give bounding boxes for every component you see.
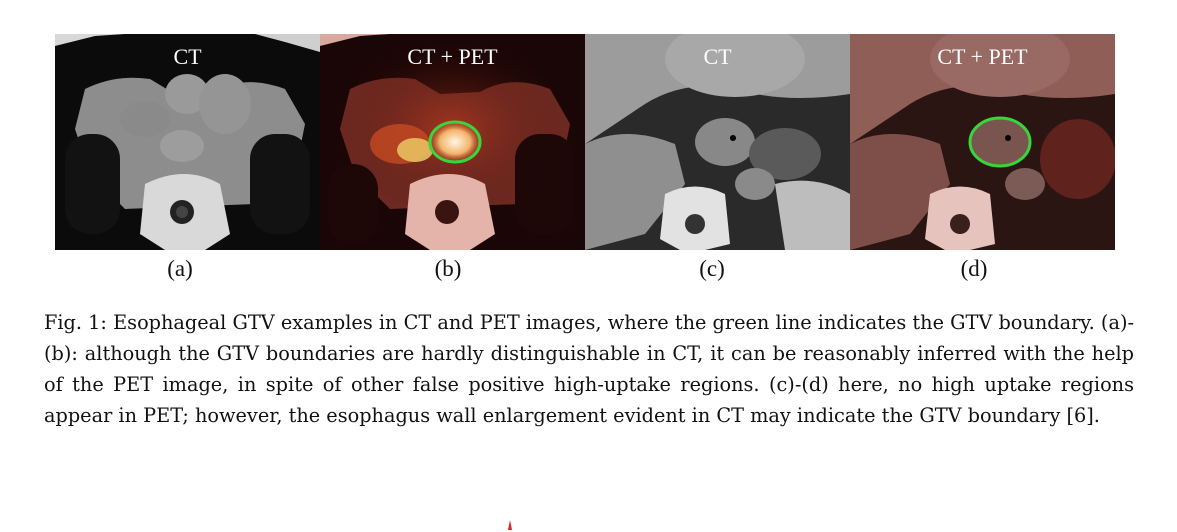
ctpet-scan-d bbox=[850, 34, 1115, 250]
figure-caption: Fig. 1: Esophageal GTV examples in CT an… bbox=[44, 307, 1134, 431]
caption-prefix: Fig. 1: bbox=[44, 311, 107, 334]
panel-a-title: CT bbox=[173, 44, 202, 69]
panel-a-ct-image: CT bbox=[55, 34, 320, 250]
sublabel-c: (c) bbox=[699, 256, 725, 281]
figure: CT bbox=[55, 34, 1115, 250]
panel-c-title: CT bbox=[703, 44, 732, 69]
ct-scan-a bbox=[55, 34, 320, 250]
panel-b-ctpet-image: CT + PET bbox=[320, 34, 585, 250]
sublabel-b: (b) bbox=[434, 256, 462, 281]
ct-scan-c bbox=[585, 34, 850, 250]
gtv-contour-d bbox=[968, 116, 1032, 168]
red-mark-icon bbox=[508, 520, 512, 530]
caption-text: Esophageal GTV examples in CT and PET im… bbox=[44, 311, 1134, 427]
panel-b-title: CT + PET bbox=[407, 44, 498, 69]
gtv-contour-b bbox=[428, 120, 482, 164]
sublabel-a: (a) bbox=[167, 256, 193, 281]
ctpet-scan-b bbox=[320, 34, 585, 250]
panel-d-ctpet-image: CT + PET bbox=[850, 34, 1115, 250]
sublabel-d: (d) bbox=[960, 256, 988, 281]
panel-d-title: CT + PET bbox=[937, 44, 1028, 69]
panel-c-ct-image: CT bbox=[585, 34, 850, 250]
